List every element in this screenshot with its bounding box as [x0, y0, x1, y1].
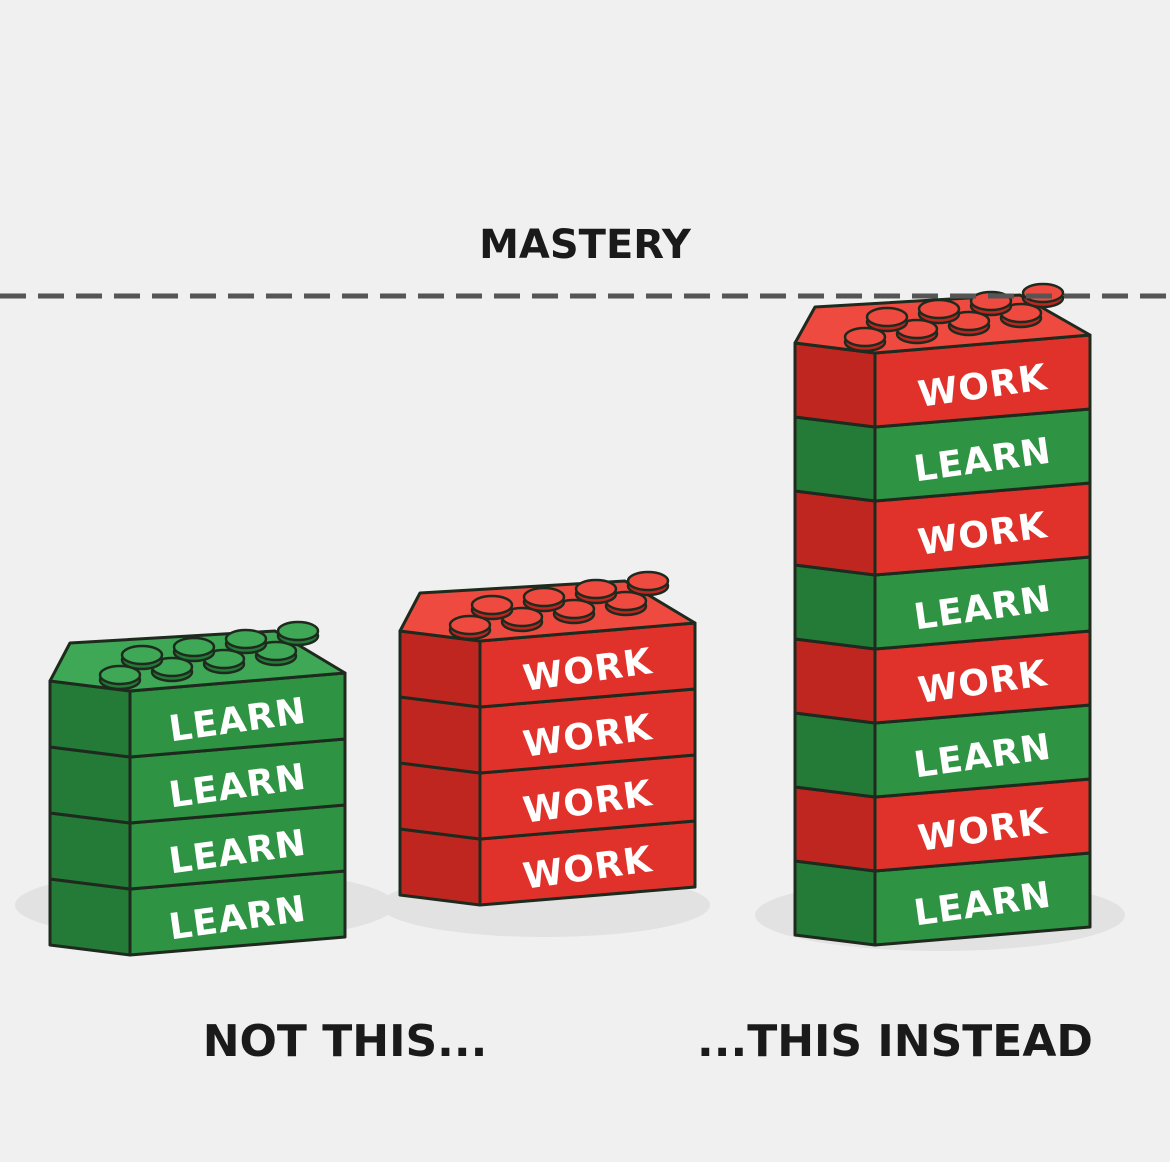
brick-side-face: [793, 415, 877, 503]
brick-top: [48, 620, 347, 693]
brick: LEARN: [793, 407, 1092, 503]
brick: WORK: [793, 333, 1092, 429]
stud-top: [224, 628, 268, 650]
brick-side-face: [48, 679, 132, 759]
brick-top: [398, 570, 697, 643]
brick-side-face: [398, 761, 482, 841]
brick-side-face: [793, 859, 877, 947]
stud-top: [276, 620, 320, 642]
brick-side-face: [793, 341, 877, 429]
brick: LEARN: [48, 737, 347, 825]
brick-side-face: [793, 563, 877, 651]
brick: WORK: [398, 753, 697, 841]
brick-top: [793, 282, 1092, 355]
brick: LEARN: [48, 671, 347, 759]
brick-side-face: [398, 695, 482, 775]
brick-side-face: [793, 711, 877, 799]
brick-side-face: [48, 811, 132, 891]
brick-side-face: [48, 745, 132, 825]
brick: WORK: [793, 481, 1092, 577]
stacks-group: LEARNLEARNLEARNLEARNWORKWORKWORKWORKLEAR…: [48, 282, 1092, 957]
brick: LEARN: [48, 869, 347, 957]
brick-side-face: [793, 489, 877, 577]
not-this-caption: NOT THIS...: [203, 1016, 488, 1067]
brick-side-face: [793, 785, 877, 873]
stud-top: [626, 570, 670, 592]
stud-top: [574, 578, 618, 600]
brick-side-face: [398, 629, 482, 709]
this-instead-caption: ...THIS INSTEAD: [697, 1016, 1093, 1067]
brick: LEARN: [793, 555, 1092, 651]
stud-top: [865, 306, 909, 328]
brick: WORK: [793, 629, 1092, 725]
brick: WORK: [398, 687, 697, 775]
stud-top: [917, 298, 961, 320]
stud-top: [172, 636, 216, 658]
brick-side-face: [48, 877, 132, 957]
brick: LEARN: [793, 703, 1092, 799]
stud-top: [522, 586, 566, 608]
brick-side-face: [398, 827, 482, 907]
mastery-label: MASTERY: [479, 222, 692, 268]
stud-top: [470, 594, 514, 616]
brick-side-face: [793, 637, 877, 725]
stud-top: [120, 644, 164, 666]
brick: LEARN: [48, 803, 347, 891]
stud-top: [843, 326, 887, 348]
stud-top: [98, 664, 142, 686]
brick: WORK: [398, 621, 697, 709]
stud-top: [448, 614, 492, 636]
stud-top: [1021, 282, 1065, 304]
brick: WORK: [398, 819, 697, 907]
